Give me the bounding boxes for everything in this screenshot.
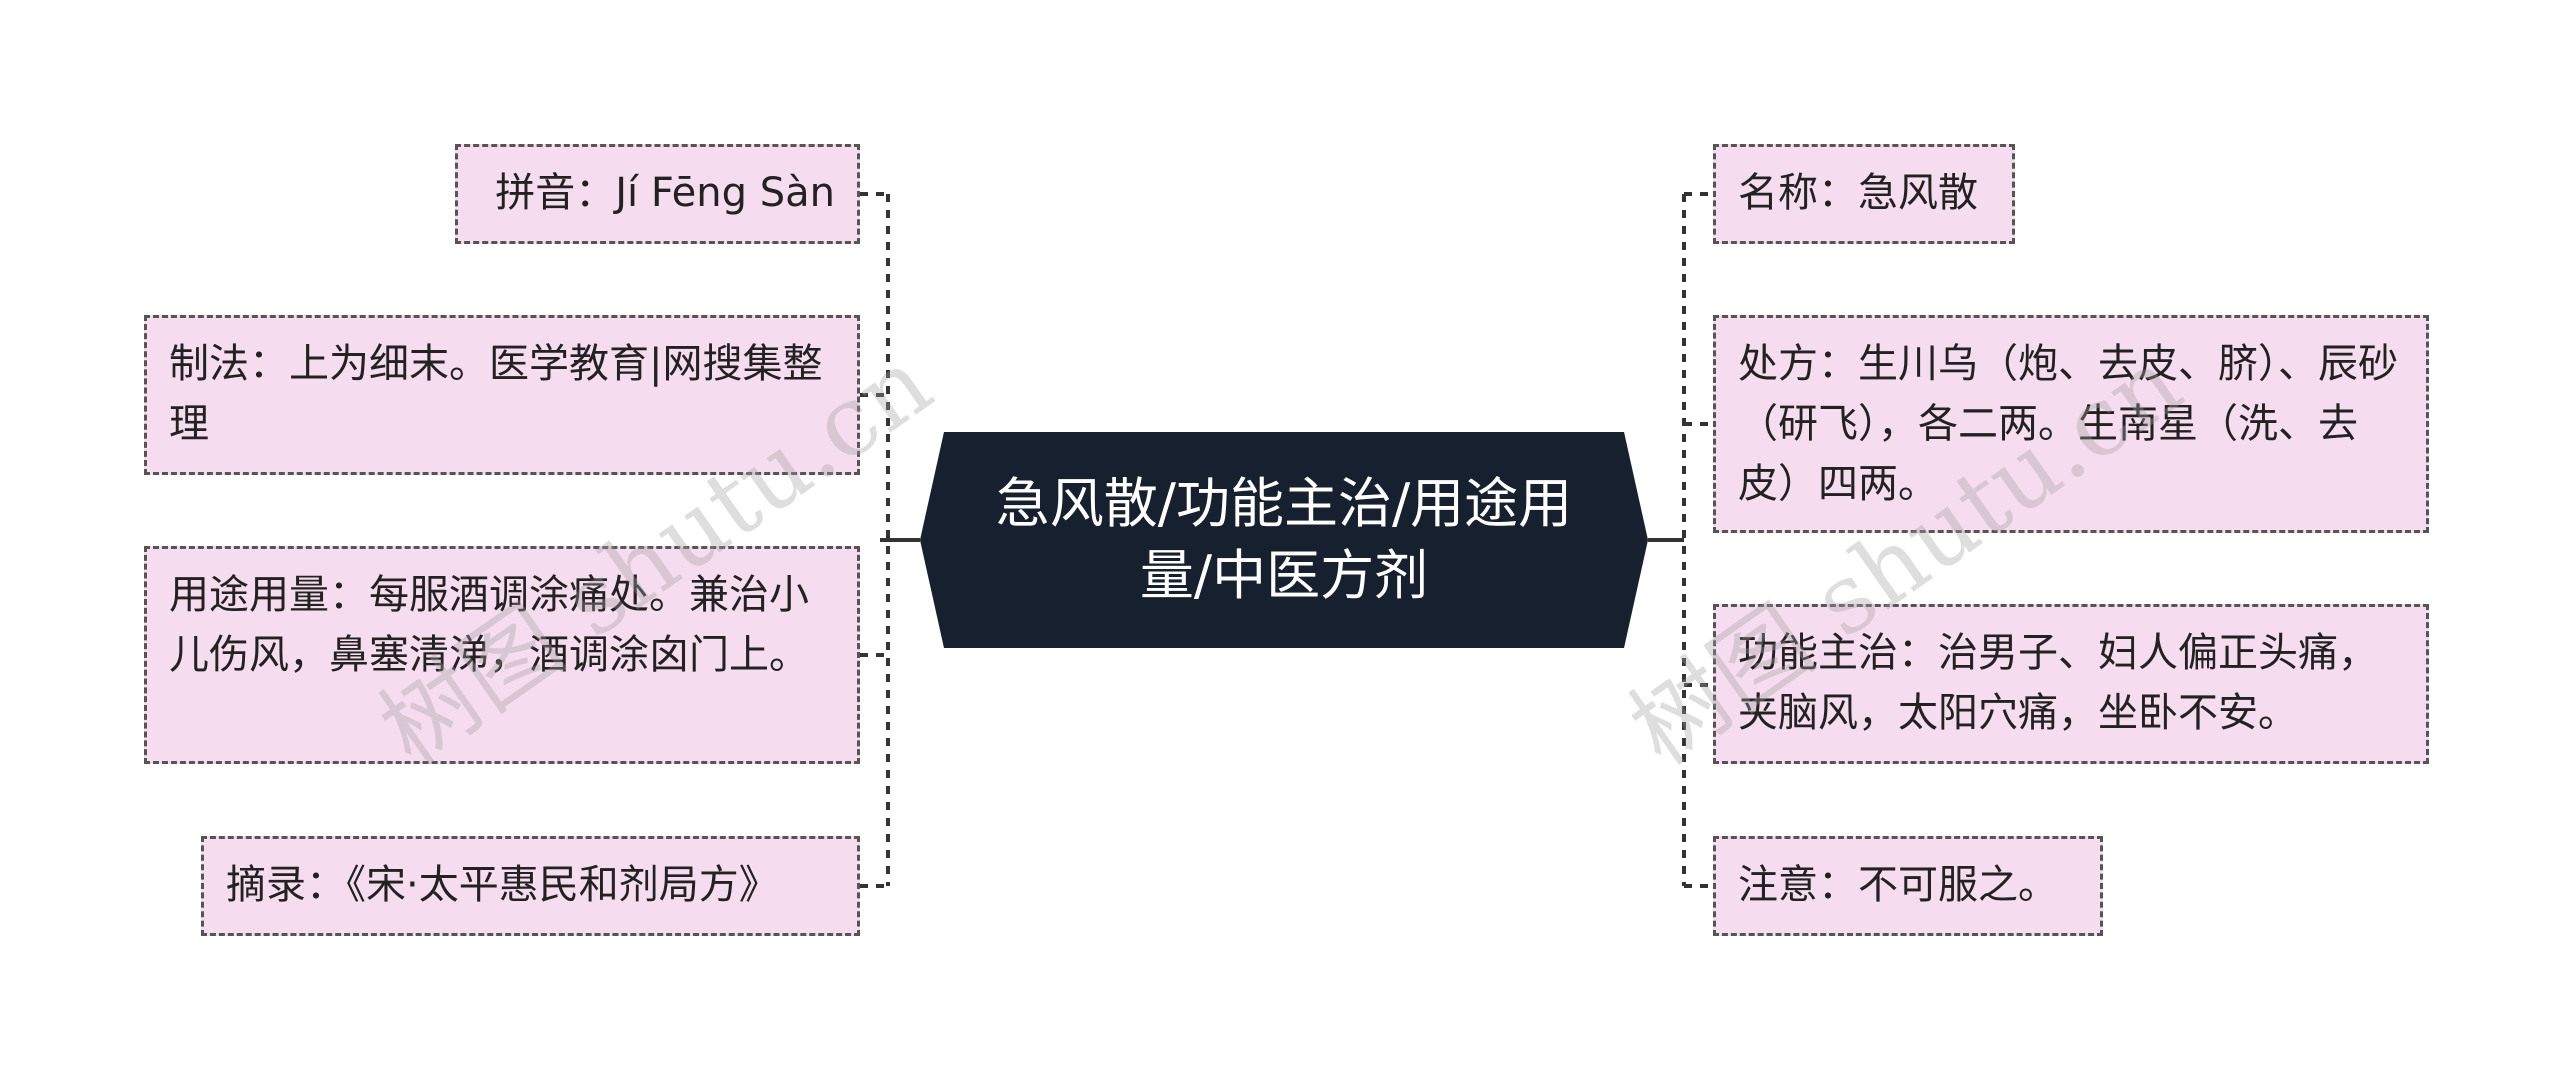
node-usage[interactable]: 用途用量：每服酒调涂痛处。兼治小儿伤风，鼻塞清涕，酒调涂囟门上。 — [144, 546, 860, 764]
node-name[interactable]: 名称：急风散 — [1713, 144, 2015, 244]
node-source[interactable]: 摘录：《宋·太平惠民和剂局方》 — [201, 836, 860, 936]
node-method[interactable]: 制法：上为细末。医学教育|网搜集整理 — [144, 315, 860, 475]
node-pinyin[interactable]: 拼音：Jí Fēng Sàn — [455, 144, 860, 244]
node-indication[interactable]: 功能主治：治男子、妇人偏正头痛，夹脑风，太阳穴痛，坐卧不安。 — [1713, 604, 2429, 764]
central-topic-label: 急风散/功能主治/用途用量/中医方剂 — [995, 472, 1573, 607]
central-topic[interactable]: 急风散/功能主治/用途用量/中医方剂 — [920, 432, 1648, 648]
node-caution-text: 注意：不可服之。 — [1738, 862, 2058, 908]
node-caution[interactable]: 注意：不可服之。 — [1713, 836, 2103, 936]
central-topic-shape — [920, 432, 1648, 648]
node-source-text: 摘录：《宋·太平惠民和剂局方》 — [226, 862, 779, 908]
node-indication-text: 功能主治：治男子、妇人偏正头痛，夹脑风，太阳穴痛，坐卧不安。 — [1738, 630, 2378, 736]
node-method-text: 制法：上为细末。医学教育|网搜集整理 — [169, 341, 823, 447]
node-prescription[interactable]: 处方：生川乌（炮、去皮、脐）、辰砂（研飞），各二两。生南星（洗、去皮）四两。 — [1713, 315, 2429, 533]
node-usage-text: 用途用量：每服酒调涂痛处。兼治小儿伤风，鼻塞清涕，酒调涂囟门上。 — [169, 572, 809, 678]
node-name-text: 名称：急风散 — [1738, 170, 1978, 216]
node-prescription-text: 处方：生川乌（炮、去皮、脐）、辰砂（研飞），各二两。生南星（洗、去皮）四两。 — [1738, 341, 2398, 507]
node-pinyin-text: 拼音：Jí Fēng Sàn — [495, 170, 835, 216]
